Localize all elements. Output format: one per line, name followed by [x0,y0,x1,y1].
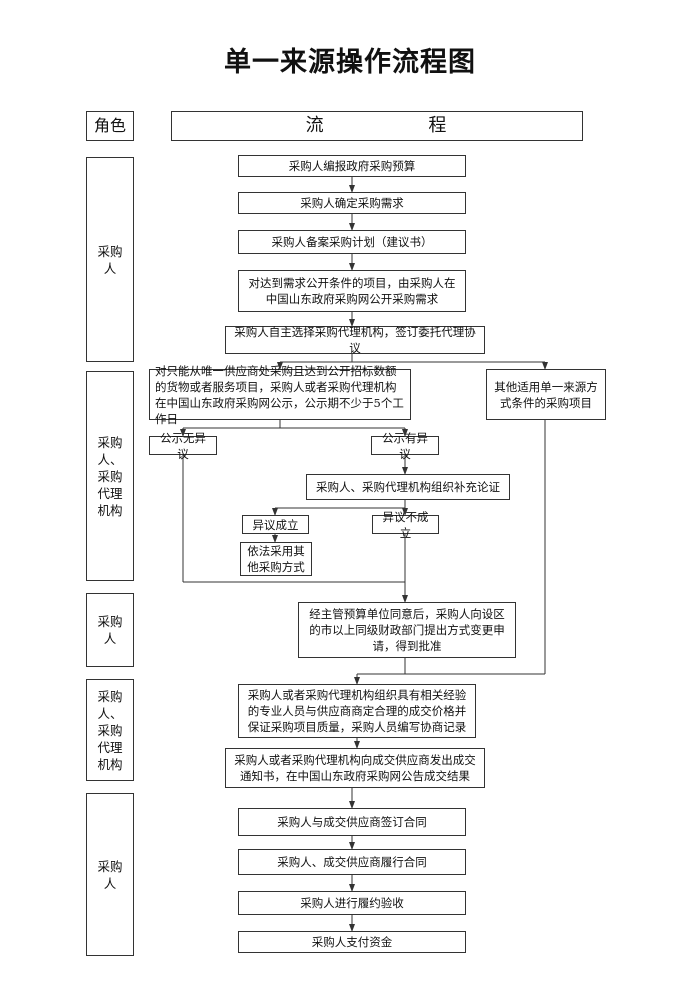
role-box-purchaser-3: 采购人 [86,793,134,956]
step-plan-filing: 采购人备案采购计划（建议书） [238,230,466,254]
role-box-purchaser-1: 采购人 [86,157,134,362]
step-other-methods: 依法采用其他采购方式 [240,542,312,576]
step-other-sole-source: 其他适用单一来源方式条件的采购项目 [486,369,606,420]
step-select-agency: 采购人自主选择采购代理机构，签订委托代理协议 [225,325,485,355]
step-negotiation: 采购人或者采购代理机构组织具有相关经验的专业人员与供应商商定合理的成交价格并保证… [238,684,476,738]
step-budget: 采购人编报政府采购预算 [238,155,466,177]
step-method-change: 经主管预算单位同意后，采购人向设区的市以上同级财政部门提出方式变更申请，得到批准 [298,602,516,658]
role-box-purchaser-agency-1: 采购人、采购代理机构 [86,371,134,581]
step-acceptance: 采购人进行履约验收 [238,891,466,915]
role-box-purchaser-agency-2: 采购人、采购代理机构 [86,679,134,781]
step-award-notice: 采购人或者采购代理机构向成交供应商发出成交通知书，在中国山东政府采购网公告成交结… [225,748,485,788]
flow-column-header: 流 程 [171,111,583,141]
role-column-header: 角色 [86,111,134,141]
step-sign-contract: 采购人与成交供应商签订合同 [238,808,466,836]
branch-objection-upheld: 异议成立 [242,515,309,534]
step-publish-requirements: 对达到需求公开条件的项目，由采购人在中国山东政府采购网公开采购需求 [238,270,466,312]
step-perform-contract: 采购人、成交供应商履行合同 [238,849,466,875]
step-supplementary-review: 采购人、采购代理机构组织补充论证 [306,474,510,500]
step-public-notice: 对只能从唯一供应商处采购且达到公开招标数额的货物或者服务项目，采购人或者采购代理… [149,364,411,426]
branch-objection-rejected: 异议不成立 [372,510,439,540]
page-title: 单一来源操作流程图 [224,47,476,78]
branch-objection: 公示有异议 [371,431,439,461]
role-box-purchaser-2: 采购人 [86,593,134,667]
step-requirements: 采购人确定采购需求 [238,192,466,214]
branch-no-objection: 公示无异议 [149,431,217,461]
step-payment: 采购人支付资金 [238,931,466,953]
